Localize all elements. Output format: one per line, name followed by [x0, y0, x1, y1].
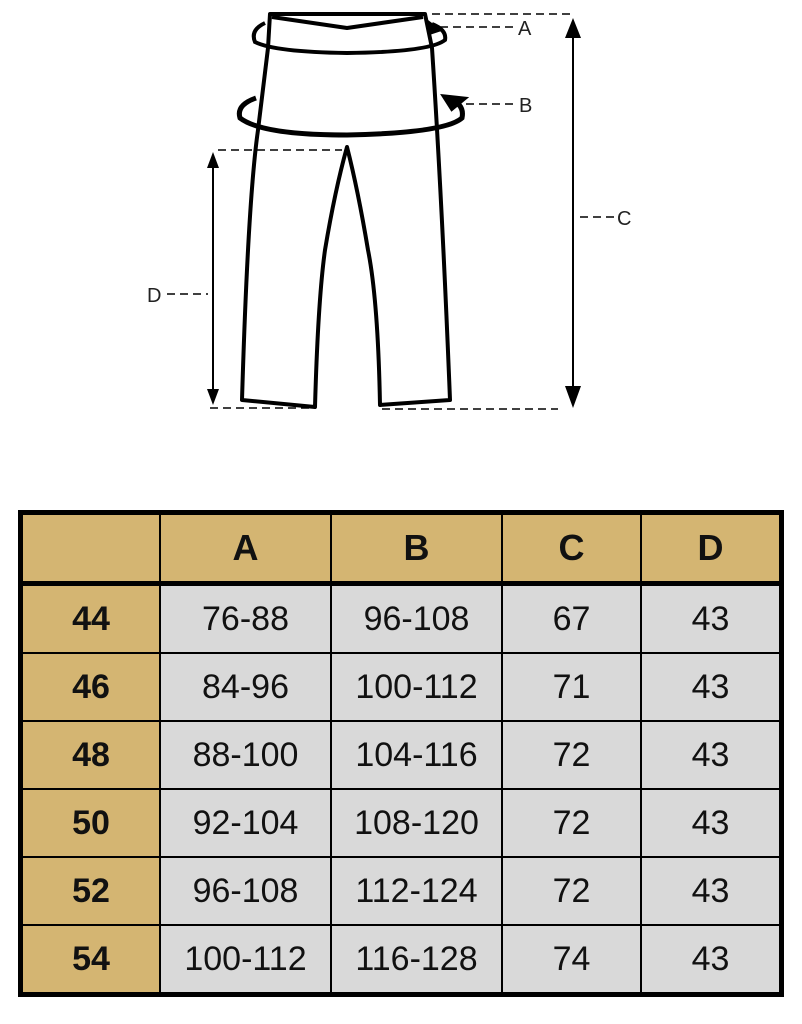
measure-a-cell: 92-104 — [159, 788, 332, 858]
measure-c-cell: 72 — [501, 720, 642, 790]
measure-c-cell: 74 — [501, 924, 642, 996]
size-cell: 52 — [19, 856, 161, 926]
measure-c-cell: 71 — [501, 652, 642, 722]
measure-c-cell: 67 — [501, 582, 642, 654]
measure-a-cell: 96-108 — [159, 856, 332, 926]
header-d: D — [640, 511, 783, 586]
label-c: C — [617, 208, 631, 230]
measure-a-cell: 84-96 — [159, 652, 332, 722]
measure-d-cell: 43 — [640, 856, 783, 926]
measure-b-cell: 116-128 — [330, 924, 503, 996]
hip-loop — [236, 93, 470, 138]
measure-a-cell: 100-112 — [159, 924, 332, 996]
measure-c-cell: 72 — [501, 856, 642, 926]
label-d: D — [147, 285, 161, 307]
measure-a-cell: 88-100 — [159, 720, 332, 790]
measure-lines — [167, 13, 615, 410]
label-b: B — [519, 95, 532, 117]
size-cell: 44 — [19, 582, 161, 654]
size-cell: 54 — [19, 924, 161, 996]
measure-b-cell: 108-120 — [330, 788, 503, 858]
measure-d-cell: 43 — [640, 582, 783, 654]
size-cell: 48 — [19, 720, 161, 790]
table-header-row: A B C D — [19, 511, 783, 586]
measure-b-cell: 100-112 — [330, 652, 503, 722]
header-size — [19, 511, 161, 586]
pants-measurement-diagram: A B C D — [147, 12, 631, 410]
header-b: B — [330, 511, 503, 586]
inseam-arrow-d — [207, 152, 219, 405]
measure-b-cell: 112-124 — [330, 856, 503, 926]
measure-a-cell: 76-88 — [159, 582, 332, 654]
size-cell: 46 — [19, 652, 161, 722]
measure-d-cell: 43 — [640, 924, 783, 996]
measure-c-cell: 72 — [501, 788, 642, 858]
measure-d-cell: 43 — [640, 788, 783, 858]
header-a: A — [159, 511, 332, 586]
pants-outline — [240, 12, 452, 409]
header-c: C — [501, 511, 642, 586]
size-cell: 50 — [19, 788, 161, 858]
length-arrow-c — [565, 18, 581, 408]
label-a: A — [518, 18, 532, 40]
measure-b-cell: 96-108 — [330, 582, 503, 654]
measure-d-cell: 43 — [640, 652, 783, 722]
measure-b-cell: 104-116 — [330, 720, 503, 790]
waist-loop — [251, 19, 448, 56]
measure-d-cell: 43 — [640, 720, 783, 790]
